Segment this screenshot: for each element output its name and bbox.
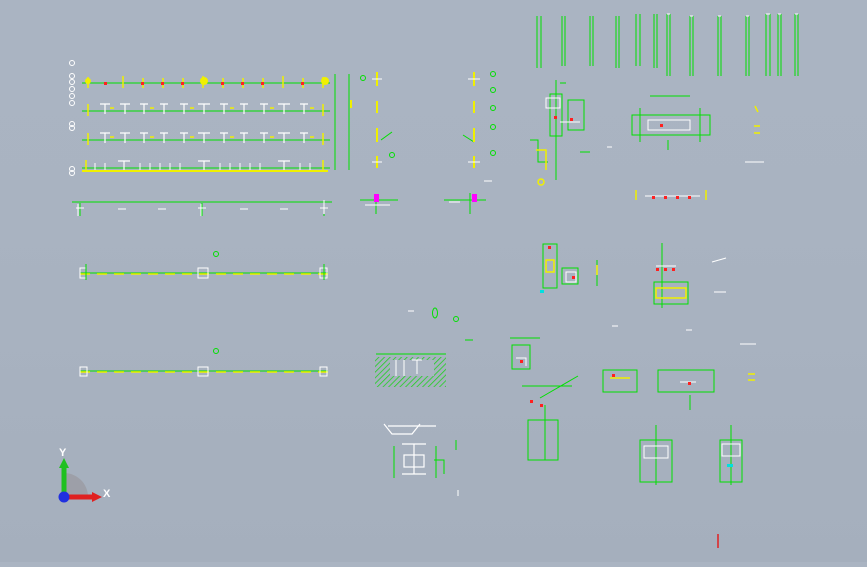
beam-strip-mid[interactable] (79, 251, 328, 281)
triad-y-label: Y (59, 447, 67, 459)
detail-cluster-upper[interactable] (530, 80, 764, 200)
detail-cluster-lower[interactable] (510, 243, 756, 548)
triad-x-label: X (103, 488, 111, 500)
beam-strip-low[interactable] (79, 348, 328, 377)
hatched-section[interactable] (375, 307, 473, 387)
frame-end-views[interactable] (334, 71, 496, 215)
column-strip-top[interactable] (536, 13, 799, 76)
z-axis-dot-icon (58, 491, 70, 503)
column-detail[interactable] (383, 423, 459, 496)
triad-plane-icon (64, 473, 88, 497)
reference-triad: Y X (58, 447, 111, 503)
frame-elevation-rows[interactable] (69, 60, 333, 217)
